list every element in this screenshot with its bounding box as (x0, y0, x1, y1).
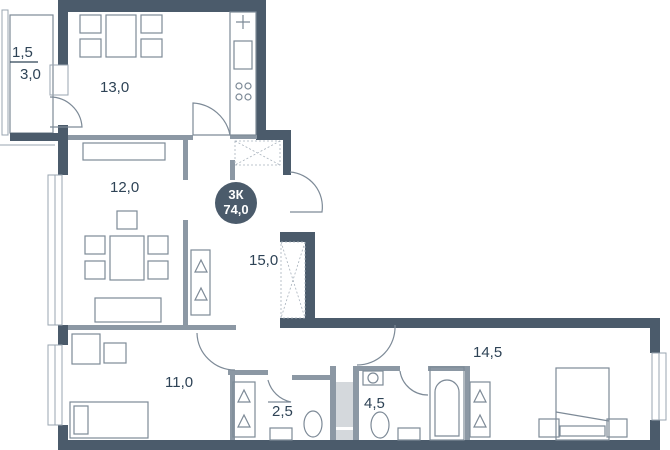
badge-area: 74,0 (223, 202, 248, 217)
bathroom-area: 4,5 (364, 395, 385, 412)
balcony-area-bottom: 3,0 (20, 66, 41, 83)
bedroom-small-area: 11,0 (165, 374, 193, 391)
windows (47, 64, 667, 426)
wardrobe (190, 249, 211, 316)
sink-icon (233, 40, 253, 70)
extractor-icon (236, 15, 250, 29)
bedroom-small-furniture (69, 333, 256, 439)
bedroom-master-area: 14,5 (473, 344, 502, 361)
wc-area: 2,5 (272, 403, 293, 420)
apartment-badge: 3К 74,0 (215, 182, 257, 224)
bath-fixtures (269, 366, 491, 441)
balcony-area-top: 1,5 (12, 44, 33, 61)
living-furniture (82, 142, 306, 323)
master-bed (538, 367, 628, 441)
living-area: 12,0 (110, 179, 139, 196)
hall-area: 15,0 (249, 252, 278, 269)
badge-rooms: 3К (228, 187, 243, 202)
doors (49, 96, 429, 403)
exterior-walls (10, 0, 660, 450)
kitchen-area: 13,0 (100, 79, 129, 96)
kitchen-furniture (79, 11, 281, 166)
